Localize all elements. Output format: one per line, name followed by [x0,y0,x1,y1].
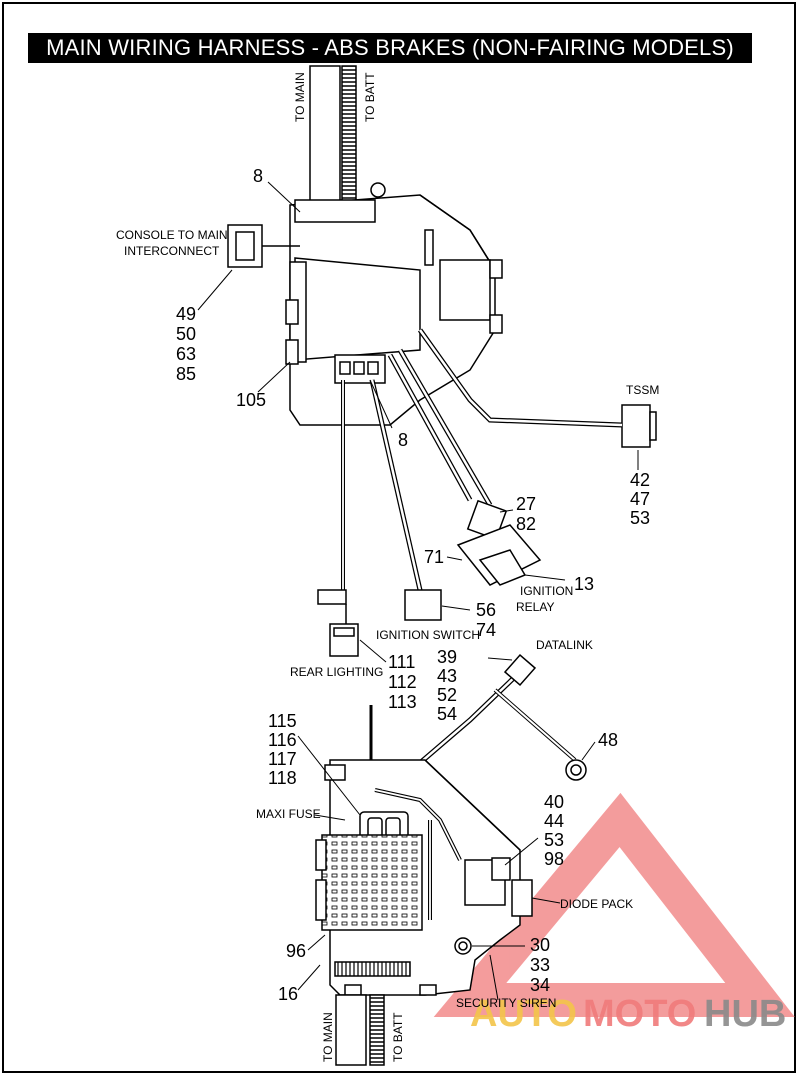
callout-54: 54 [437,704,457,724]
callout-63: 63 [176,344,196,364]
label-tssm: TSSM [626,383,659,397]
label-to-main-bottom: TO MAIN [321,1012,335,1062]
watermark-moto: MOTO [583,993,696,1035]
callout-85: 85 [176,364,196,384]
callout-118: 118 [268,768,297,788]
leader-lines-upper [197,181,639,663]
ignition-switch-connector [404,589,442,621]
callout-43: 43 [437,666,457,686]
label-to-batt-top: TO BATT [363,72,377,122]
leader-lines-lower [297,657,596,1001]
callout-34: 34 [530,975,550,995]
upper-harness-assembly [227,65,657,657]
label-ignition-switch: IGNITION SWITCH [376,628,480,642]
callout-98: 98 [544,849,564,869]
tssm-connector [621,404,651,448]
watermark-logo: AUTO MOTO HUB [470,993,786,1035]
callout-111: 111 [388,652,415,672]
callout-8-mid: 8 [398,430,408,450]
lower-fuse-assembly [315,653,587,1066]
fuse-block [321,834,423,931]
callout-52: 52 [437,685,457,705]
label-diode-pack: DIODE PACK [560,897,633,911]
callout-13: 13 [574,574,594,594]
callout-82: 82 [516,514,536,534]
callout-115: 115 [268,711,297,731]
callout-53-tssm: 53 [630,508,650,528]
label-ignition-relay-line1: IGNITION [520,584,573,598]
callout-47: 47 [630,489,650,509]
label-security-siren: SECURITY SIREN [456,996,556,1010]
callout-40: 40 [544,792,564,812]
callout-8-top: 8 [253,166,263,186]
label-rear-lighting: REAR LIGHTING [290,665,383,679]
watermark-triangle [433,792,795,1017]
callout-33: 33 [530,955,550,975]
callout-48: 48 [598,730,618,750]
diode-pack [511,879,533,917]
callout-74: 74 [476,620,496,640]
label-datalink: DATALINK [536,638,593,652]
callout-30: 30 [530,935,550,955]
callout-39: 39 [437,647,457,667]
callout-56: 56 [476,600,496,620]
watermark-hub: HUB [704,993,786,1035]
label-console-line1: CONSOLE TO MAIN [116,228,228,242]
callout-105: 105 [236,390,266,410]
callout-117: 117 [268,749,297,769]
label-console-line2: INTERCONNECT [124,244,220,258]
label-to-batt-bottom: TO BATT [391,1012,405,1062]
callout-42: 42 [630,470,650,490]
callout-50: 50 [176,324,196,344]
callout-96: 96 [286,941,306,961]
watermark-auto: AUTO [470,993,577,1035]
callout-71: 71 [424,547,444,567]
diagram-title: MAIN WIRING HARNESS - ABS BRAKES (NON-FA… [28,33,752,63]
callout-16: 16 [278,984,298,1004]
callout-116: 116 [268,730,297,750]
callout-44: 44 [544,811,564,831]
callout-113: 113 [388,692,417,712]
callout-112: 112 [388,672,417,692]
callout-49: 49 [176,304,196,324]
label-to-main-top: TO MAIN [293,72,307,122]
label-maxi-fuse: MAXI FUSE [256,807,321,821]
callout-53-diode: 53 [544,830,564,850]
callout-27: 27 [516,494,536,514]
datalink-connector [503,653,537,687]
label-ignition-relay-line2: RELAY [516,600,554,614]
